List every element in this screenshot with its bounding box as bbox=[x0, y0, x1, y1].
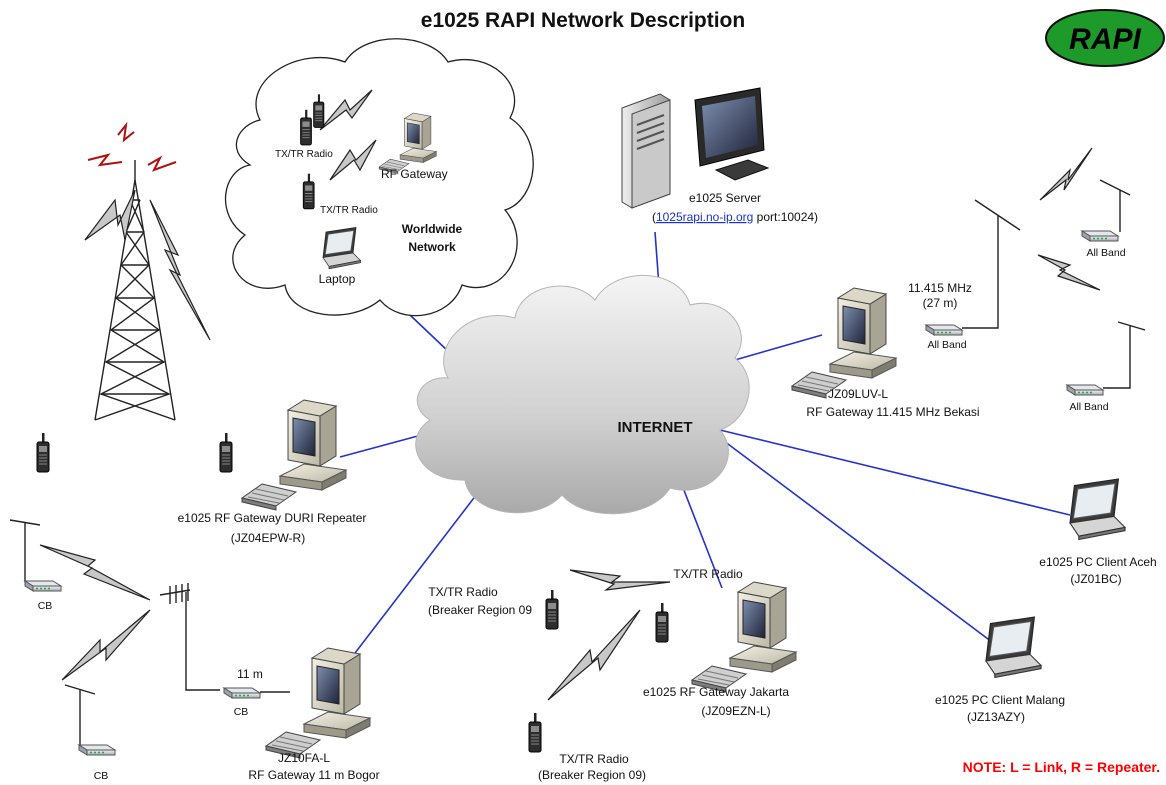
bekasi-modem1-label: All Band bbox=[927, 339, 966, 351]
bekasi-modem3-label: All Band bbox=[1069, 401, 1108, 413]
radio-link-bolt bbox=[329, 139, 377, 181]
bogor-cb1-label: CB bbox=[38, 600, 53, 612]
radio-link-bolt bbox=[319, 89, 373, 131]
desktop-pc-icon bbox=[791, 287, 897, 399]
tower-bolt-right bbox=[149, 199, 211, 341]
diagram-title: e1025 RAPI Network Description bbox=[421, 9, 745, 32]
worldwide-radio1-label: TX/TR Radio bbox=[275, 149, 333, 160]
duri-id: (JZ04EPW-R) bbox=[231, 531, 305, 545]
server-name: e1025 Server bbox=[689, 191, 761, 205]
legend-note: NOTE: L = Link, R = Repeater. bbox=[963, 759, 1160, 775]
tower-bolt-left bbox=[84, 189, 136, 241]
worldwide-gateway-label: RF Gateway bbox=[381, 167, 448, 181]
bogor-gateway: CB CB CB 11 m JZ10FA-L RF Gateway 11 m B… bbox=[9, 519, 380, 782]
modem-icon bbox=[925, 324, 963, 336]
jakarta-radio-a2: (Breaker Region 09 bbox=[428, 603, 532, 617]
radio-link-bolt bbox=[1037, 254, 1101, 291]
link-malang bbox=[719, 437, 1001, 649]
aceh-id: (JZ01BC) bbox=[1070, 572, 1121, 586]
link-aceh bbox=[719, 429, 1071, 516]
rapi-logo-text: RAPI bbox=[1069, 23, 1141, 56]
modem-icon bbox=[78, 744, 116, 756]
laptop-icon bbox=[985, 616, 1042, 679]
modem-icon bbox=[24, 580, 62, 592]
duri-desc: e1025 RF Gateway DURI Repeater bbox=[178, 511, 367, 525]
radio-link-bolt bbox=[39, 544, 151, 601]
bogor-cb2-label: CB bbox=[94, 770, 109, 782]
server-open-paren: ( bbox=[652, 210, 656, 224]
server-port: port:10024) bbox=[753, 210, 818, 224]
malang-desc: e1025 PC Client Malang bbox=[935, 693, 1065, 707]
malang-id: (JZ13AZY) bbox=[967, 710, 1025, 724]
bogor-id: JZ10FA-L bbox=[278, 751, 330, 765]
worldwide-network-cloud: TX/TR Radio RF Gateway TX/TR Radio World… bbox=[224, 38, 534, 317]
bogor-desc: RF Gateway 11 m Bogor bbox=[248, 768, 379, 782]
handheld-radio-icon bbox=[655, 602, 669, 643]
jakarta-radio-c1: TX/TR Radio bbox=[559, 752, 629, 766]
bekasi-freq: 11.415 MHz bbox=[908, 281, 972, 295]
modem-icon bbox=[1081, 230, 1119, 242]
server-url-link[interactable]: 1025rapi.no-ip.org bbox=[656, 210, 753, 224]
jakarta-gateway: TX/TR Radio (Breaker Region 09 TX/TR Rad… bbox=[428, 567, 797, 782]
link-bogor bbox=[341, 489, 481, 671]
internet-label: INTERNET bbox=[618, 419, 693, 436]
bekasi-modem2-label: All Band bbox=[1086, 247, 1125, 259]
radio-tower bbox=[84, 121, 211, 421]
bekasi-id: JZ09LUV-L bbox=[828, 387, 888, 401]
jakarta-radio-b: TX/TR Radio bbox=[673, 567, 743, 581]
worldwide-line1: Worldwide bbox=[402, 222, 463, 236]
antenna-wire bbox=[9, 519, 41, 582]
aceh-desc: e1025 PC Client Aceh bbox=[1039, 555, 1156, 569]
handheld-radio-icon bbox=[36, 432, 50, 473]
jakarta-id: (JZ09EZN-L) bbox=[701, 704, 770, 718]
bekasi-wavelength: (27 m) bbox=[923, 296, 958, 310]
e1025-server: e1025 Server (1025rapi.no-ip.org port:10… bbox=[621, 87, 818, 224]
server-address: (1025rapi.no-ip.org port:10024) bbox=[652, 210, 818, 224]
desktop-pc-icon bbox=[691, 581, 797, 693]
antenna-wire bbox=[962, 199, 1021, 329]
bogor-cb3-label: CB bbox=[234, 706, 249, 718]
antenna-wire bbox=[1103, 321, 1146, 389]
radio-link-bolt bbox=[1039, 147, 1093, 201]
handheld-radio-icon bbox=[545, 589, 559, 630]
worldwide-laptop-label: Laptop bbox=[319, 272, 356, 286]
bekasi-gateway: 11.415 MHz (27 m) All Band All Band All … bbox=[791, 147, 1146, 419]
malang-client: e1025 PC Client Malang (JZ13AZY) bbox=[935, 616, 1065, 724]
jakarta-radio-a1: TX/TR Radio bbox=[428, 585, 498, 599]
worldwide-line2: Network bbox=[408, 240, 456, 254]
handheld-radio-icon bbox=[219, 432, 233, 473]
bogor-band: 11 m bbox=[237, 667, 263, 681]
antenna-wire bbox=[64, 684, 96, 745]
antenna-wire bbox=[1099, 179, 1131, 232]
antenna-wire bbox=[159, 583, 220, 691]
jakarta-radio-c2: (Breaker Region 09) bbox=[538, 768, 646, 782]
radio-link-bolt bbox=[547, 609, 641, 701]
modem-icon bbox=[223, 687, 261, 699]
worldwide-radio2-label: TX/TR Radio bbox=[320, 205, 378, 216]
handheld-radio-icon bbox=[528, 712, 542, 753]
jakarta-desc: e1025 RF Gateway Jakarta bbox=[643, 685, 789, 699]
bekasi-desc: RF Gateway 11.415 MHz Bekasi bbox=[806, 405, 979, 419]
desktop-pc-icon bbox=[265, 647, 371, 759]
link-jakarta bbox=[679, 479, 723, 589]
radio-link-bolt bbox=[61, 609, 151, 681]
internet-cloud: INTERNET bbox=[415, 275, 750, 515]
aceh-client: e1025 PC Client Aceh (JZ01BC) bbox=[1039, 478, 1157, 586]
radio-link-bolt bbox=[569, 569, 671, 591]
laptop-icon bbox=[1069, 478, 1126, 541]
rapi-logo: RAPI bbox=[1045, 9, 1165, 67]
modem-icon bbox=[1066, 384, 1104, 396]
desktop-pc-icon bbox=[241, 399, 347, 511]
duri-gateway: e1025 RF Gateway DURI Repeater (JZ04EPW-… bbox=[178, 399, 367, 545]
